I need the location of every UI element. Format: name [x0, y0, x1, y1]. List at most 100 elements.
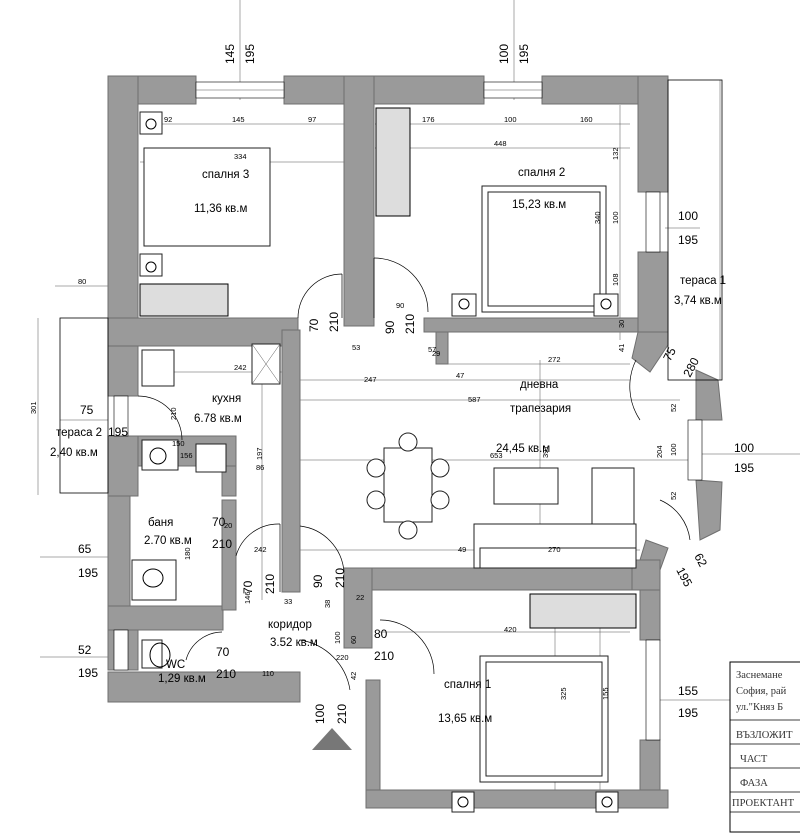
- door2-width: 90: [383, 320, 397, 334]
- svg-text:448: 448: [494, 139, 507, 148]
- title-row1: ВЪЗЛОЖИТ: [736, 730, 793, 741]
- svg-text:52: 52: [669, 404, 678, 412]
- bedroom3-name: спалня 3: [202, 169, 249, 181]
- dim-top2-b: 195: [517, 44, 531, 64]
- svg-text:108: 108: [611, 273, 620, 286]
- title-line1: Заснемане: [736, 670, 783, 681]
- svg-text:49: 49: [458, 545, 466, 554]
- svg-text:80: 80: [78, 277, 86, 286]
- terrace1-name: тераса 1: [680, 275, 726, 287]
- svg-text:340: 340: [593, 211, 602, 224]
- terrace1-area: 3,74 кв.м: [674, 295, 722, 307]
- svg-text:110: 110: [262, 669, 274, 678]
- door-dimensions: 70 210 90 210 70 210 70 210 90 210 80 21…: [212, 312, 417, 724]
- wc-name: WC: [166, 659, 185, 671]
- svg-text:334: 334: [234, 152, 247, 161]
- svg-text:29: 29: [432, 349, 440, 358]
- living-area: 24,45 кв.м: [496, 443, 550, 455]
- doors: [137, 257, 691, 691]
- svg-text:100: 100: [611, 211, 620, 224]
- svg-text:22: 22: [356, 593, 364, 602]
- door6-height: 210: [374, 649, 394, 663]
- svg-text:57: 57: [428, 345, 436, 354]
- bedroom2-area: 15,23 кв.м: [512, 199, 566, 211]
- svg-text:301: 301: [29, 401, 38, 414]
- door5-height: 210: [333, 568, 347, 588]
- dim-right1-b: 195: [678, 233, 698, 247]
- svg-text:242: 242: [234, 363, 247, 372]
- svg-text:53: 53: [352, 343, 360, 352]
- terrace2-area: 2,40 кв.м: [50, 447, 98, 459]
- dim-right2-a: 100: [734, 441, 754, 455]
- svg-text:204: 204: [655, 445, 664, 458]
- door7-width: 70: [216, 645, 230, 659]
- svg-text:242: 242: [254, 545, 267, 554]
- svg-text:420: 420: [504, 625, 517, 634]
- door7-height: 210: [216, 667, 236, 681]
- svg-text:90: 90: [396, 301, 404, 310]
- living-name: дневна: [520, 379, 559, 391]
- bath-area: 2.70 кв.м: [144, 535, 192, 547]
- room-labels: спалня 3 11,36 кв.м спалня 2 15,23 кв.м …: [50, 167, 726, 725]
- svg-text:155: 155: [601, 687, 610, 700]
- outer-dimensions: 145 195 100 195 100 195 100 195 155 195 …: [78, 44, 754, 720]
- svg-text:132: 132: [611, 147, 620, 160]
- title-line3: ул."Княз Б: [736, 702, 783, 713]
- door4-width: 70: [241, 580, 255, 594]
- door6-width: 80: [374, 627, 388, 641]
- door2-height: 210: [403, 314, 417, 334]
- svg-text:92: 92: [164, 115, 172, 124]
- door3-height: 210: [212, 537, 232, 551]
- bedroom3-area: 11,36 кв.м: [194, 203, 247, 215]
- svg-text:176: 176: [422, 115, 435, 124]
- walls: [107, 75, 723, 809]
- svg-text:587: 587: [468, 395, 481, 404]
- wc-area: 1,29 кв.м: [158, 673, 206, 685]
- title-row3: ФАЗА: [740, 778, 768, 789]
- svg-text:30: 30: [617, 320, 626, 328]
- door8-width: 100: [313, 704, 327, 724]
- svg-text:33: 33: [284, 597, 292, 606]
- terrace2-name: тераса 2: [56, 427, 102, 439]
- dim-diag2-a: 62: [691, 551, 710, 570]
- dim-left2-a: 65: [78, 542, 92, 556]
- dining-name: трапезария: [510, 403, 571, 415]
- dim-right1-a: 100: [678, 209, 698, 223]
- bedroom1-area: 13,65 кв.м: [438, 713, 492, 725]
- corridor-area: 3.52 кв.м: [270, 637, 318, 649]
- door5-width: 90: [311, 574, 325, 588]
- svg-text:38: 38: [323, 600, 332, 608]
- dim-left1-a: 75: [80, 403, 94, 417]
- door1-width: 70: [307, 318, 321, 332]
- svg-text:146: 146: [243, 591, 252, 604]
- dim-right2-b: 195: [734, 461, 754, 475]
- svg-text:145: 145: [232, 115, 245, 124]
- dim-left3-a: 52: [78, 643, 92, 657]
- svg-text:42: 42: [349, 672, 358, 680]
- svg-text:47: 47: [456, 371, 464, 380]
- dim-right3-b: 195: [678, 706, 698, 720]
- svg-text:210: 210: [169, 407, 178, 420]
- svg-text:60: 60: [349, 636, 358, 644]
- dim-right3-a: 155: [678, 684, 698, 698]
- door4-height: 210: [263, 574, 277, 594]
- furniture: [131, 107, 637, 813]
- bedroom2-name: спалня 2: [518, 167, 565, 179]
- svg-text:247: 247: [364, 375, 377, 384]
- svg-text:150: 150: [172, 439, 185, 448]
- title-block: Заснемане София, рай ул."Княз Б ВЪЗЛОЖИТ…: [729, 661, 800, 833]
- svg-text:86: 86: [256, 463, 264, 472]
- windows: [113, 81, 703, 741]
- svg-text:52: 52: [669, 492, 678, 500]
- svg-text:160: 160: [580, 115, 593, 124]
- dim-left2-b: 195: [78, 566, 98, 580]
- svg-text:41: 41: [617, 344, 626, 352]
- nightstand: [139, 111, 163, 135]
- kitchen-area: 6.78 кв.м: [194, 413, 242, 425]
- svg-text:100: 100: [504, 115, 517, 124]
- svg-text:100: 100: [333, 631, 342, 644]
- title-row4: ПРОЕКТАНТ: [732, 798, 795, 809]
- svg-text:272: 272: [548, 355, 561, 364]
- dim-left3-b: 195: [78, 666, 98, 680]
